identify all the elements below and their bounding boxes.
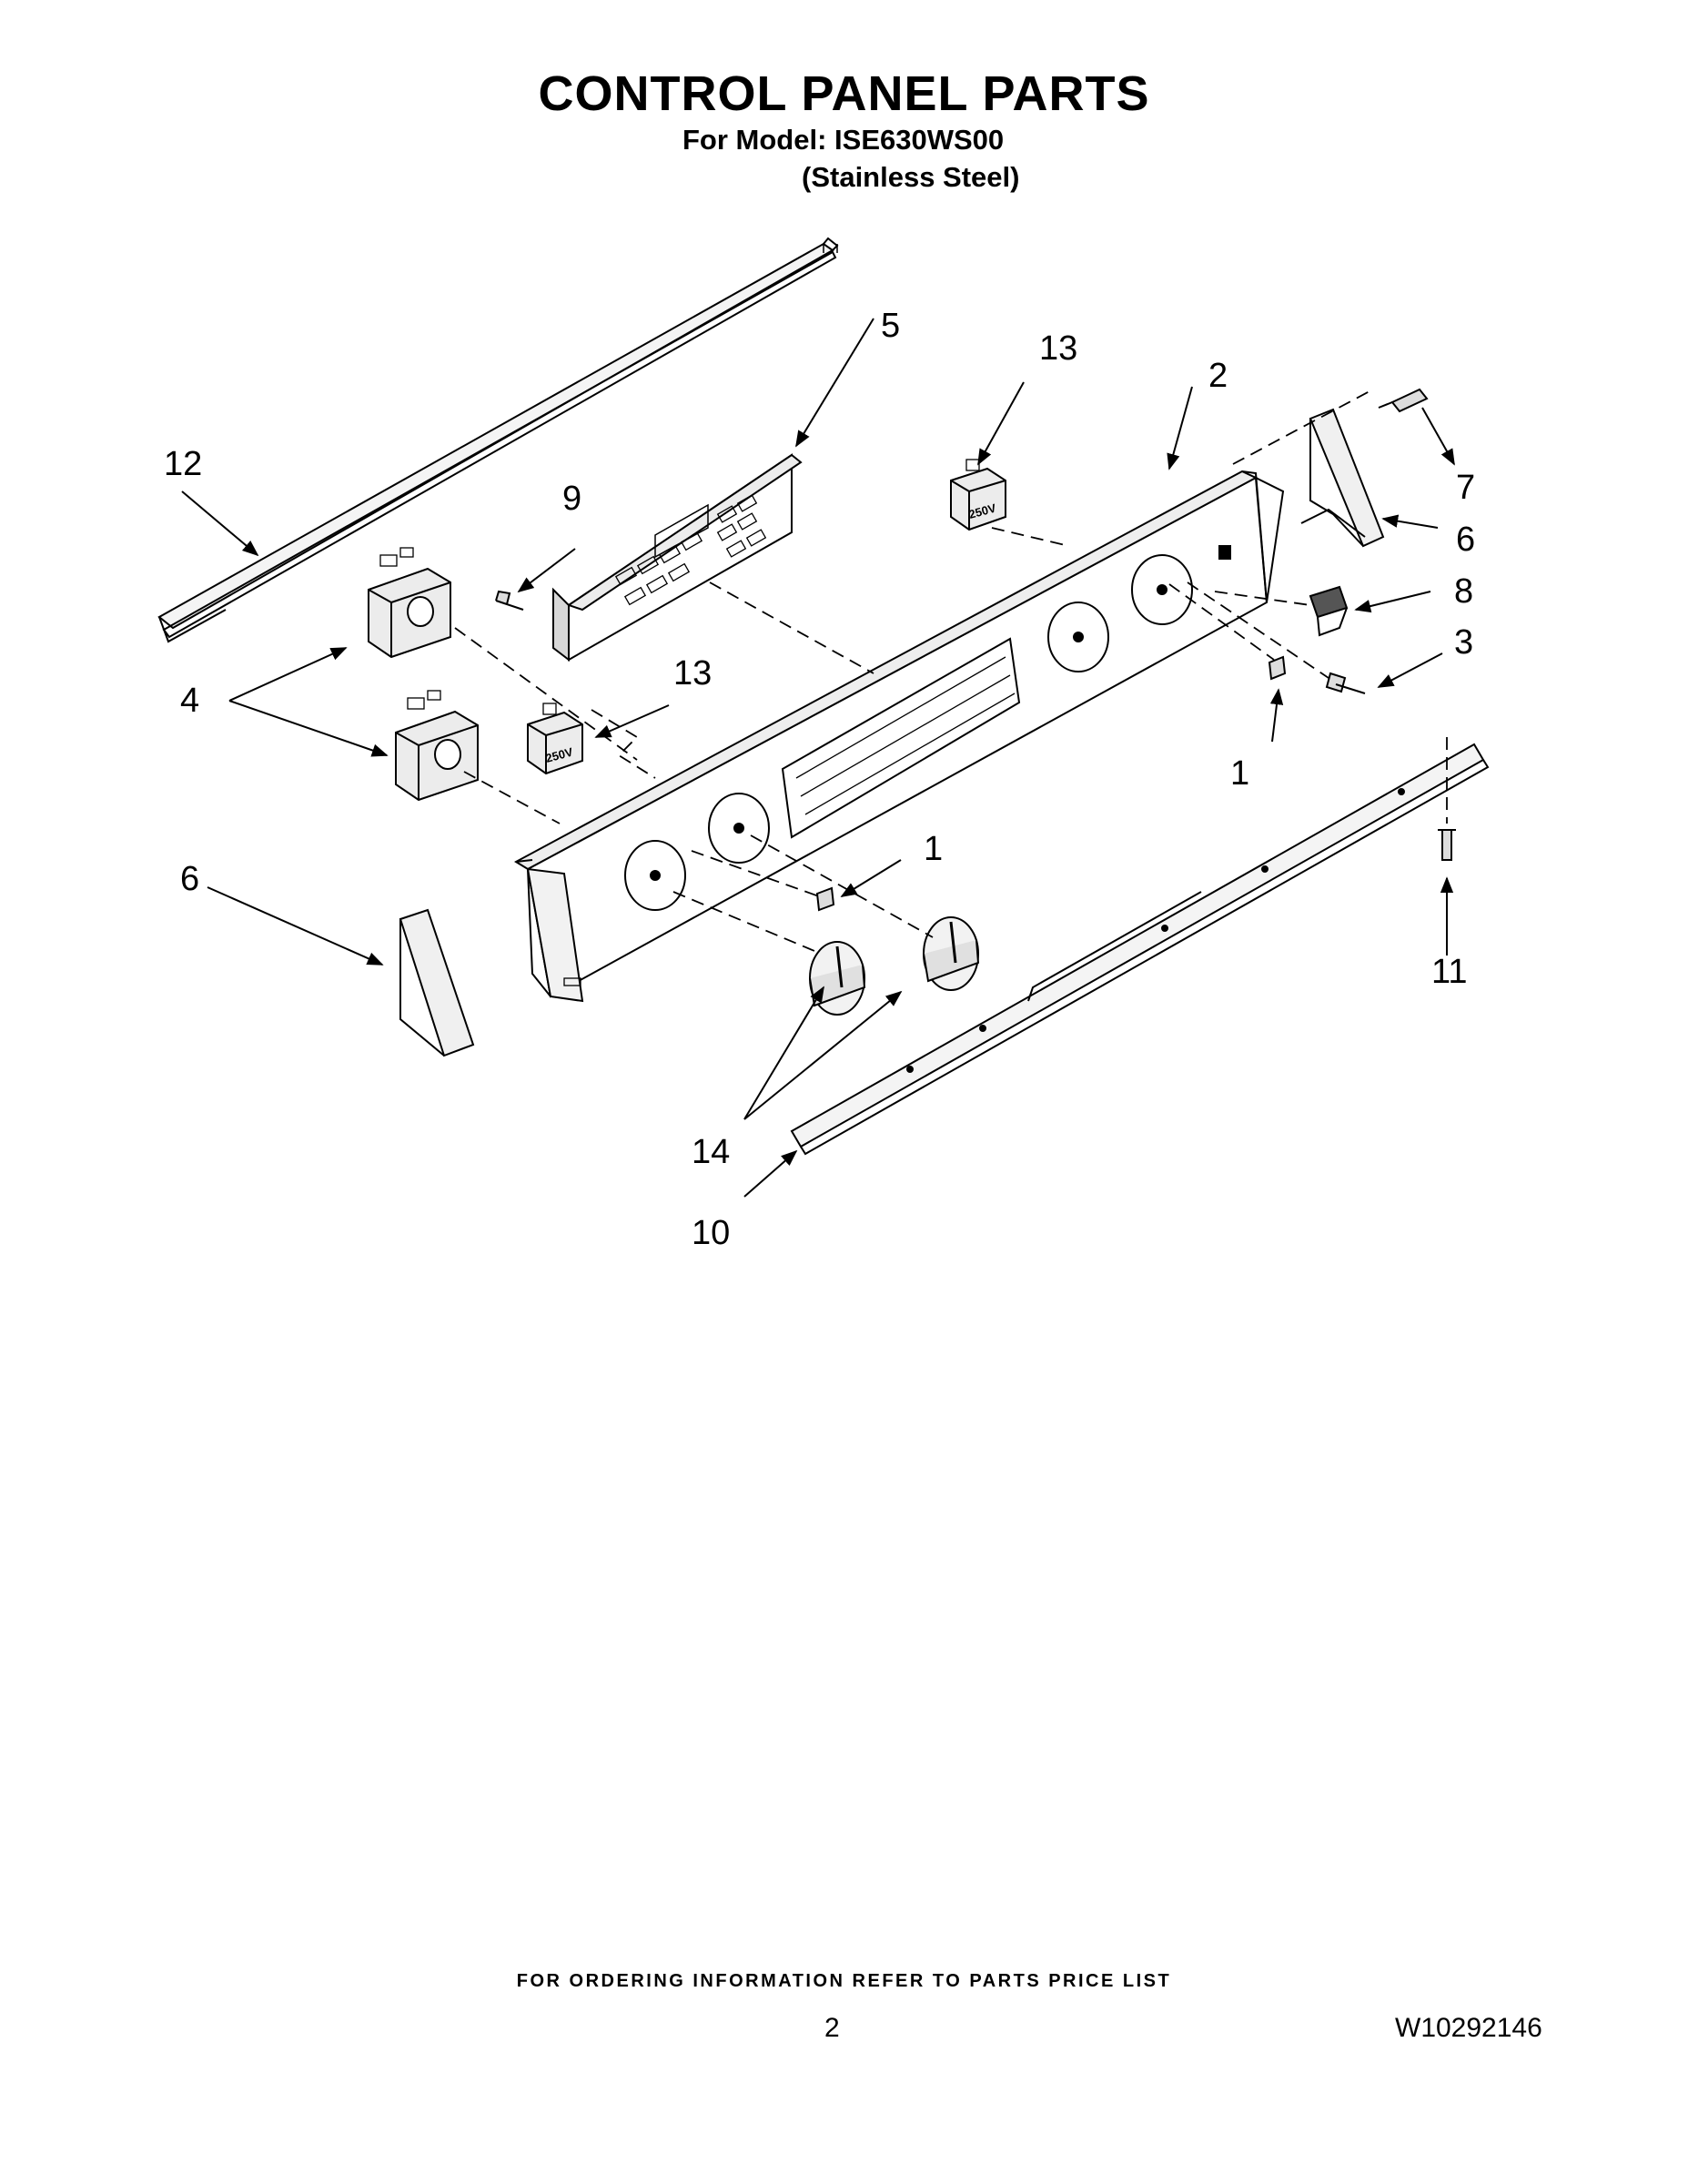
page-number: 2 [824, 2013, 840, 2043]
model-finish: (Stainless Steel) [802, 161, 1020, 193]
part-4-infinite-switch-lower [395, 690, 479, 802]
callout-8: 8 [1454, 572, 1473, 611]
part-14-knob-right [923, 916, 980, 991]
part-11-screw [1438, 829, 1456, 861]
callout-3: 3 [1454, 623, 1473, 662]
callout-2: 2 [1208, 357, 1228, 395]
part-14-knob-left [809, 941, 866, 1016]
callout-6-right: 6 [1456, 521, 1475, 559]
part-2-control-panel [513, 470, 1285, 1003]
part-1-clip-left [815, 886, 835, 912]
part-13-switch-lower [527, 703, 583, 775]
part-6-end-cap-left [399, 908, 475, 1057]
part-6-end-cap-right [1300, 408, 1385, 548]
part-8-rocker-switch [1309, 585, 1349, 637]
callout-4: 4 [180, 682, 199, 720]
part-7-screw [1378, 388, 1429, 413]
callout-1-right: 1 [1230, 754, 1249, 793]
callout-13-lower: 13 [673, 654, 712, 693]
part-9-screw [495, 590, 524, 611]
callout-9: 9 [562, 480, 581, 518]
part-3-screw [1325, 672, 1366, 694]
model-number: For Model: ISE630WS00 [682, 124, 1005, 156]
callout-14: 14 [692, 1133, 730, 1171]
callout-7: 7 [1456, 469, 1475, 507]
part-13-switch-upper [950, 459, 1006, 531]
callout-1-left: 1 [924, 830, 943, 868]
callout-11: 11 [1431, 953, 1467, 991]
part-10-bottom-bracket [790, 743, 1490, 1156]
callout-12: 12 [164, 445, 202, 483]
document-number: W10292146 [1395, 2013, 1542, 2043]
part-4-infinite-switch-upper [368, 547, 451, 659]
callout-13-upper: 13 [1039, 329, 1077, 368]
part-5-electronic-control [552, 453, 803, 662]
ordering-info: FOR ORDERING INFORMATION REFER TO PARTS … [516, 1971, 1172, 1991]
callout-10: 10 [692, 1214, 730, 1252]
callout-6-left: 6 [180, 860, 199, 898]
part-12-trim-strip [157, 237, 839, 643]
callout-5: 5 [881, 307, 900, 345]
part-1-clip-right [1268, 655, 1287, 681]
callout-leaders [181, 318, 1455, 1198]
page-title: CONTROL PANEL PARTS [538, 66, 1150, 121]
